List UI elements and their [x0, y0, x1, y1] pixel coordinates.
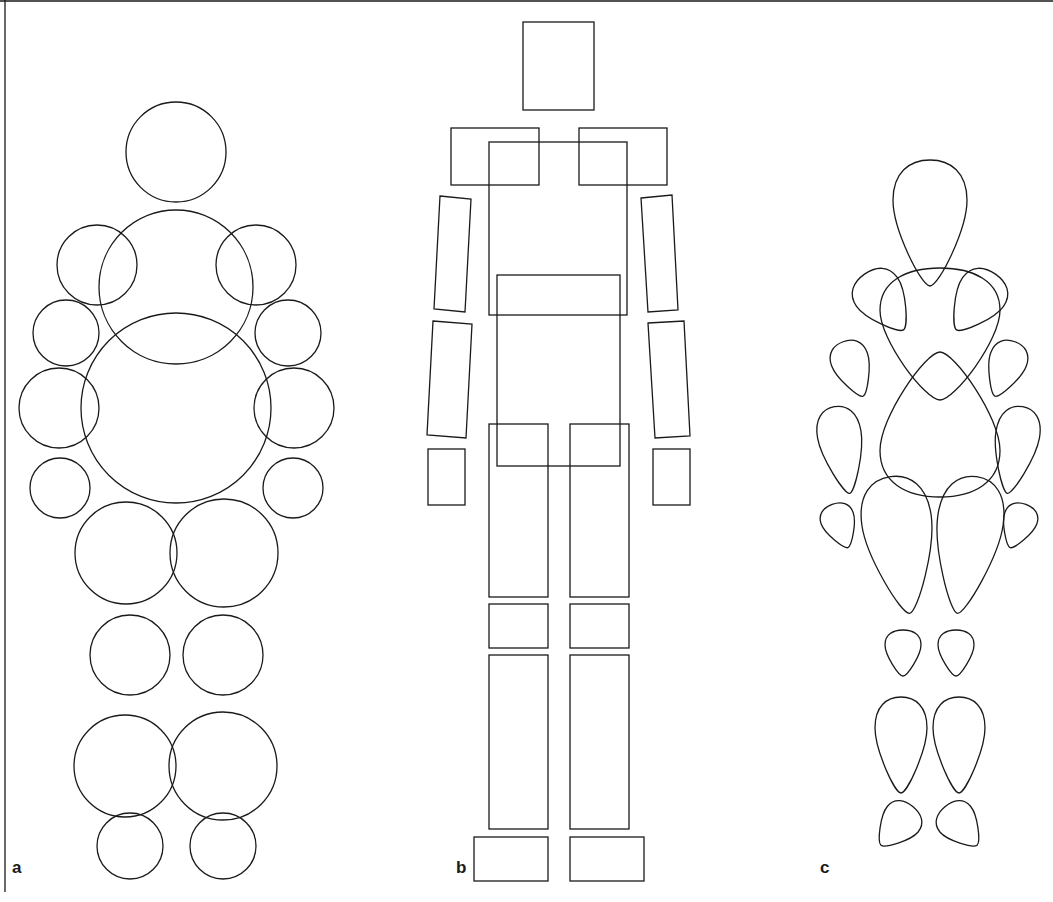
panel-letter: c: [820, 859, 829, 876]
teardrop-model: [813, 160, 1045, 858]
circle-model: [19, 102, 334, 879]
rectangle-model: [427, 22, 690, 881]
panel-letter: a: [12, 859, 21, 876]
panel-letter: b: [456, 859, 466, 876]
